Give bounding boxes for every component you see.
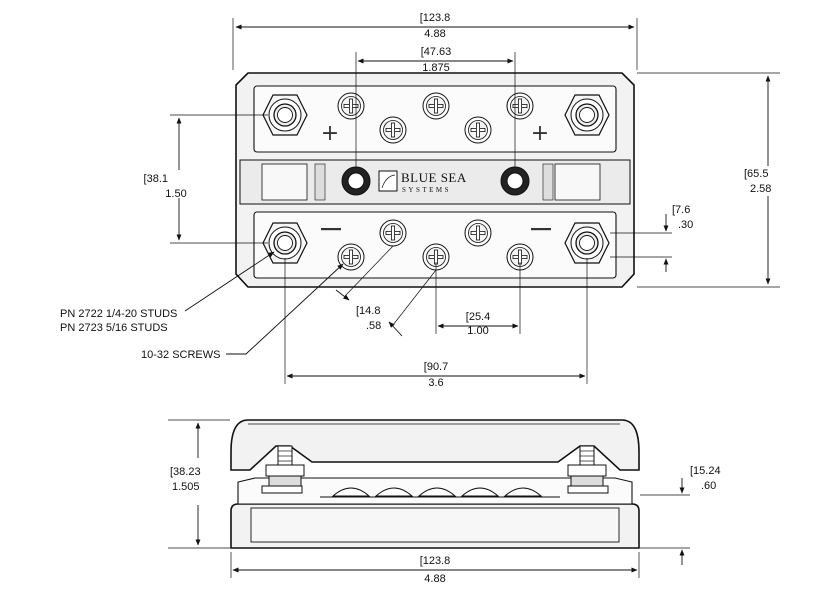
side-view (230, 419, 640, 549)
negative-symbol-right (531, 228, 551, 231)
logo-mark-icon (378, 170, 398, 192)
side-stud-left (261, 445, 305, 494)
dim-stud-offset-mm: [7.6 (672, 204, 690, 216)
positive-screw-1 (337, 92, 365, 120)
dim-base-height-in: .60 (701, 480, 716, 492)
side-stud-right (567, 445, 609, 494)
band-slot-right (542, 163, 554, 201)
callouts: PN 2722 1/4-20 STUDS PN 2723 5/16 STUDS … (60, 251, 344, 361)
mounting-hole-left (341, 166, 371, 196)
dim-top-width-in: 4.88 (424, 28, 445, 40)
dim-side-width-mm: [123.8 (420, 555, 451, 567)
dim-row-spacing-mm: [38.1 (144, 173, 168, 185)
band-slot-left (314, 163, 326, 201)
brand-subname: SYSTEMS (402, 186, 451, 194)
dim-side-height-mm: [38.23 (170, 466, 201, 478)
dim-side-height-in: 1.505 (172, 481, 200, 493)
dim-pitch-in: 1.00 (467, 325, 488, 337)
dim-screw-spacing-in: 1.875 (422, 62, 450, 74)
brand-name: BLUE SEA (401, 170, 467, 185)
dim-stud-span-mm: [90.7 (424, 361, 448, 373)
positive-symbol-right: + (531, 121, 549, 146)
side-dimensions: [38.23 1.505 [15.24 .60 [123.8 4.88 (168, 419, 721, 585)
dim-side-width-in: 4.88 (424, 573, 445, 585)
positive-stud-right (564, 94, 610, 136)
label-studs-2723: PN 2723 5/16 STUDS (60, 322, 168, 334)
dim-pitch-mm: [25.4 (466, 311, 490, 323)
dim-screw-offset-in: .58 (366, 320, 381, 332)
mounting-hole-right (500, 166, 530, 196)
dim-base-height-mm: [15.24 (690, 465, 721, 477)
negative-screw-3 (337, 243, 365, 271)
side-screw-heads (320, 487, 560, 498)
top-view: BLUE SEA SYSTEMS + + (235, 72, 635, 288)
dim-stud-offset-in: .30 (678, 219, 693, 231)
dim-screw-offset-mm: [14.8 (356, 305, 380, 317)
positive-screw-4 (379, 116, 407, 144)
positive-screw-5 (464, 116, 492, 144)
dim-row-spacing-in: 1.50 (165, 188, 186, 200)
logo-sail-icon (381, 174, 396, 189)
negative-screw-2 (464, 219, 492, 247)
dim-stud-span-in: 3.6 (428, 377, 443, 389)
label-studs-2722: PN 2722 1/4-20 STUDS (60, 308, 177, 320)
label-screws: 10-32 SCREWS (141, 349, 220, 361)
dim-screw-spacing-mm: [47.63 (421, 46, 452, 58)
band-window-left (261, 163, 308, 201)
positive-symbol-left: + (321, 121, 339, 146)
dim-depth-in: 2.58 (750, 183, 771, 195)
dim-depth-mm: [65.5 (744, 168, 768, 180)
positive-stud-left (262, 94, 308, 136)
band-window-right (554, 163, 601, 201)
side-view-cover (230, 419, 640, 471)
negative-screw-1 (379, 219, 407, 247)
dim-top-width-mm: [123.8 (420, 12, 451, 24)
positive-screw-3 (506, 92, 534, 120)
top-dimensions: [123.8 4.88 [47.63 1.875 [38.1 1.50 [65.… (144, 12, 780, 389)
negative-stud-right (564, 222, 610, 264)
negative-stud-left (262, 222, 308, 264)
negative-symbol-left (321, 228, 341, 231)
brand-logo: BLUE SEA SYSTEMS (378, 170, 467, 194)
positive-screw-2 (422, 92, 450, 120)
